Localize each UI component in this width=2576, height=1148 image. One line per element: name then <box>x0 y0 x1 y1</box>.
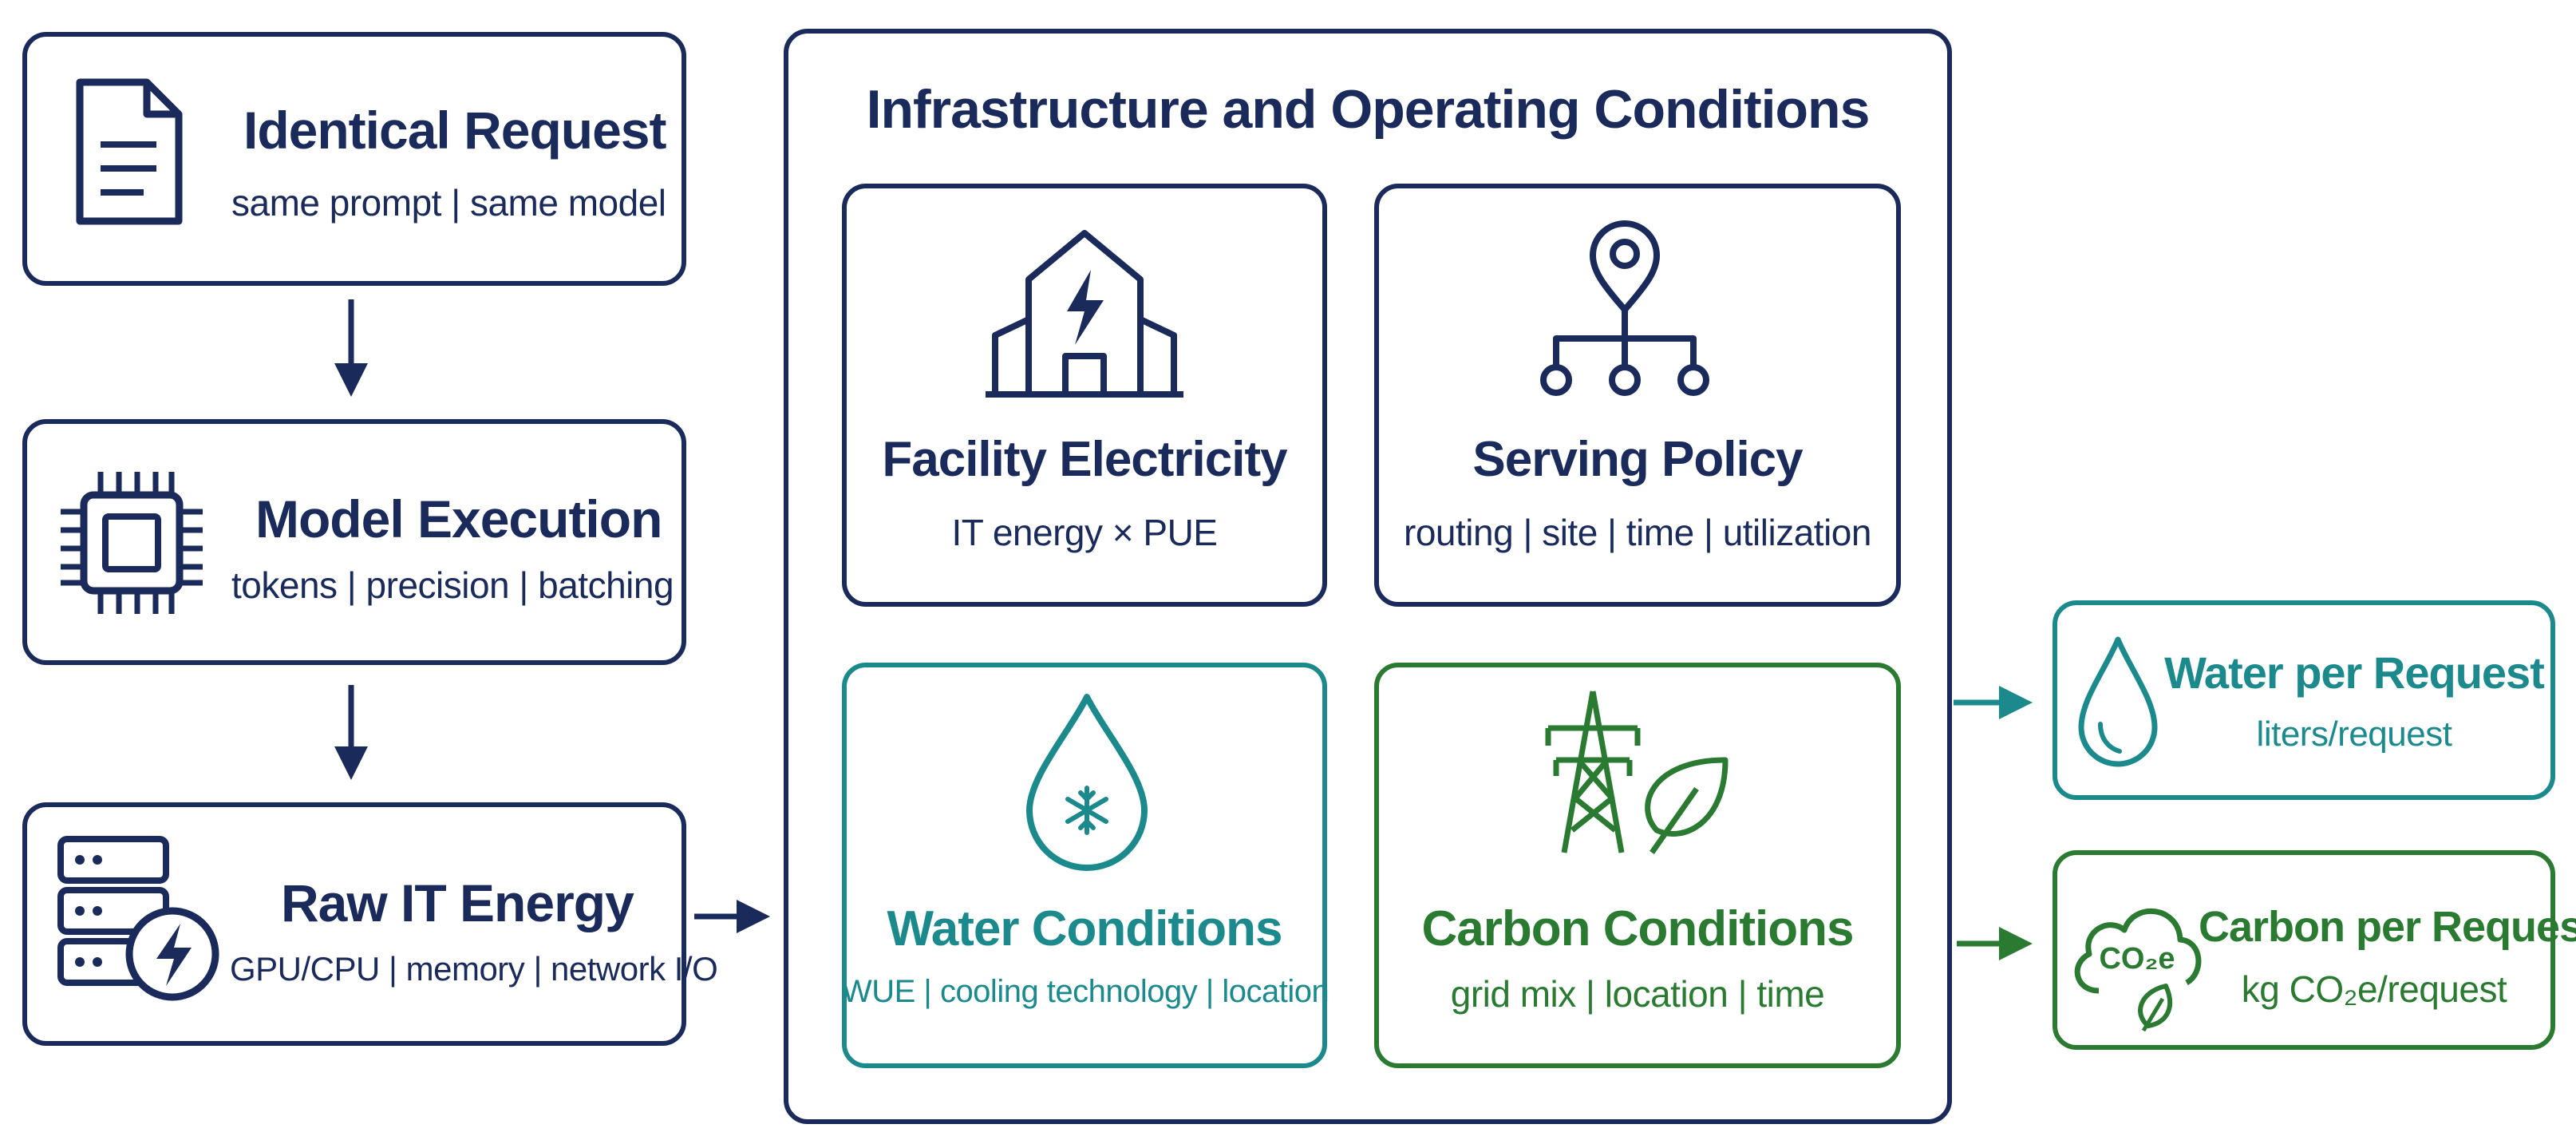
pylon-leaf-icon <box>1545 691 1729 855</box>
raw-it-energy-subtitle: GPU/CPU | memory | network I/O <box>230 950 718 988</box>
chip-icon <box>61 472 203 614</box>
co2-icon-label: CO₂e <box>2099 942 2175 976</box>
carbon-conditions-title: Carbon Conditions <box>1421 901 1855 956</box>
server-power-icon <box>57 836 219 1001</box>
water-per-request-title: Water per Request <box>2164 647 2545 698</box>
facility-electricity-subtitle: IT energy × PUE <box>951 512 1219 553</box>
facility-electricity-title: Facility Electricity <box>882 432 1287 487</box>
document-icon <box>76 78 183 225</box>
power-building-icon <box>986 230 1183 398</box>
model-execution-box <box>22 419 686 665</box>
identical-request-title: Identical Request <box>243 101 666 160</box>
water-conditions-title: Water Conditions <box>887 901 1283 956</box>
model-execution-title: Model Execution <box>255 489 662 548</box>
carbon-per-request-box <box>2053 850 2555 1050</box>
location-routing-icon <box>1540 220 1709 396</box>
infrastructure-title: Infrastructure and Operating Conditions <box>866 79 1871 140</box>
model-execution-subtitle: tokens | precision | batching <box>231 564 674 606</box>
carbon-per-request-title: Carbon per Request <box>2199 903 2576 951</box>
carbon-per-request-subtitle: kg CO₂e/request <box>2241 968 2507 1010</box>
water-per-request-subtitle: liters/request <box>2256 715 2452 754</box>
water-per-request-box <box>2053 600 2555 800</box>
carbon-conditions-subtitle: grid mix | location | time <box>1450 973 1825 1015</box>
water-drop-icon <box>2078 636 2158 767</box>
serving-policy-title: Serving Policy <box>1472 432 1803 487</box>
co2-cloud-leaf-icon: CO₂e <box>2074 908 2202 1032</box>
raw-it-energy-box <box>22 802 686 1046</box>
water-conditions-subtitle: WUE | cooling technology | location <box>842 974 1329 1009</box>
water-cooling-drop-icon <box>1026 694 1148 871</box>
identical-request-subtitle: same prompt | same model <box>231 182 666 224</box>
identical-request-box <box>22 32 686 286</box>
raw-it-energy-title: Raw IT Energy <box>281 873 634 932</box>
serving-policy-subtitle: routing | site | time | utilization <box>1404 512 1871 553</box>
